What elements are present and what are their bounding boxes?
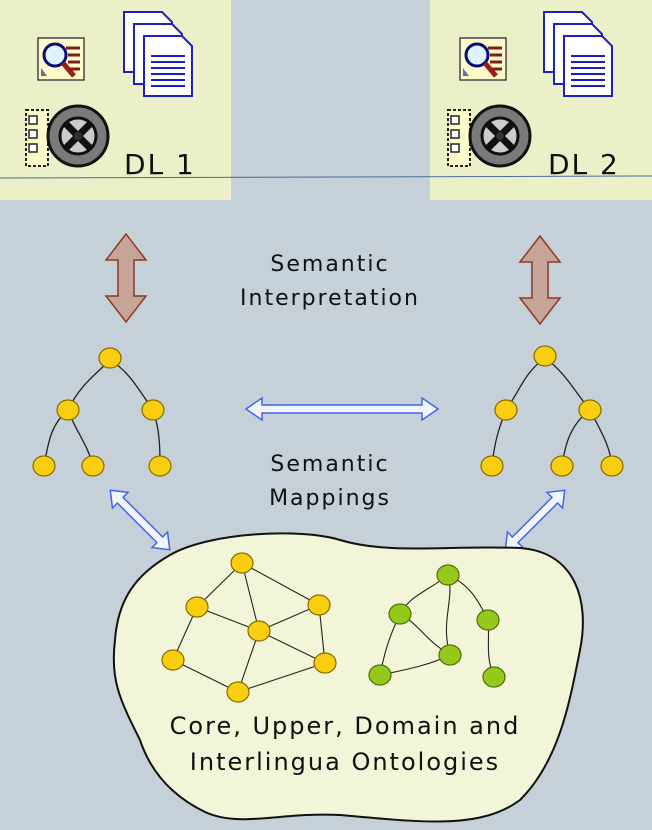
ontology-blob [112,532,584,823]
ontology-node [388,603,412,625]
tree-node [98,347,122,369]
interpretation-arrow-right [519,235,561,325]
semantic-interpretation-line1: Semantic [270,252,390,277]
interpretation-arrow-left [105,233,147,323]
tree-node [533,345,557,367]
document-search-icon [460,38,506,80]
dl1-label: DL 1 [124,148,196,181]
semantic-mappings-line1: Semantic [270,452,390,477]
ontology-node [482,666,506,688]
ontology-node [185,596,209,618]
tree-node [81,455,105,477]
dl2-label: DL 2 [548,148,620,181]
ontology-node [247,620,271,642]
mapping-arrow-right [504,489,566,551]
document-search-icon [38,38,84,80]
mapping-arrow-left [109,489,171,551]
ontology-node [476,609,500,631]
ontology-node [313,652,337,674]
tree-node [480,455,504,477]
semantic-interpretation-line2: Interpretation [240,286,420,311]
ontologies-line1: Core, Upper, Domain and [169,712,521,740]
semantic-mappings-line2: Mappings [269,486,391,511]
tree-node [494,399,518,421]
ontologies-line2: Interlingua Ontologies [189,748,501,776]
tree-node [600,455,624,477]
ontology-node [226,681,250,703]
separator-line [0,175,652,179]
film-reel-icon [448,106,530,166]
tree-node [550,455,574,477]
tree-node [578,399,602,421]
tree-node [148,455,172,477]
tree-node [141,399,165,421]
ontology-node [436,564,460,586]
ontology-node [230,552,254,574]
mapping-arrow-horizontal [244,396,440,422]
tree-node [56,399,80,421]
film-reel-icon [26,106,108,166]
ontology-node [161,649,185,671]
tree-node [32,455,56,477]
ontology-node [438,644,462,666]
ontology-node [307,594,331,616]
ontology-node [368,664,392,686]
